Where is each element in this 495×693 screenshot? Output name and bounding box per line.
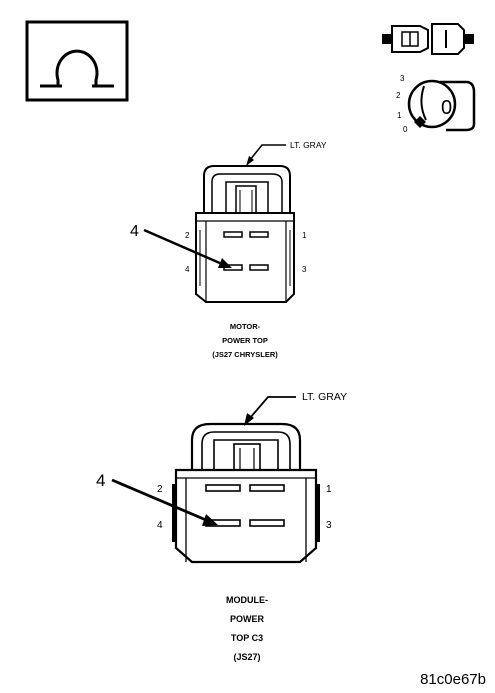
connector-top-terminal-2 (223, 231, 243, 238)
connector-bottom-caption-line-1: MODULE- (226, 595, 268, 605)
connector-top-caption-line-2: POWER TOP (222, 336, 268, 345)
connector-bottom-callout: 4 (96, 471, 105, 490)
ohm-box (25, 20, 129, 102)
connector-bottom-caption-line-2: POWER (230, 614, 265, 624)
connector-top-terminal-3 (249, 264, 269, 271)
ignition-key-label: 0 (441, 97, 452, 119)
connector-bottom-callout-arrow (202, 514, 218, 526)
connector-top-pin-4: 4 (185, 265, 190, 274)
connector-top-caption-line-3: (JS27 CHRYSLER) (212, 350, 278, 359)
ignition-position-0: 0 (403, 125, 408, 134)
connector-bottom-right-rail (316, 484, 320, 542)
connector-top-pin-2: 2 (185, 231, 190, 240)
ohmmeter-symbol (25, 20, 129, 102)
connector-bottom-terminal-2 (205, 484, 241, 492)
connector-top-caption-line-1: MOTOR- (230, 322, 261, 331)
connector-bottom-terminal-1 (249, 484, 285, 492)
connector-top-callout: 4 (130, 223, 139, 240)
ignition-position-3: 3 (400, 74, 405, 83)
connector-bottom-pin-1: 1 (326, 484, 332, 495)
connector-bottom-caption-line-4: (JS27) (233, 652, 260, 662)
connector-top-pin-3: 3 (302, 265, 307, 274)
connector-top-terminal-1 (249, 231, 269, 238)
connector-bottom-left-rail (172, 484, 176, 542)
connector-top: LT. GRAY 2 1 4 3 4 MOTOR- POWER TOP (130, 140, 327, 359)
connector-top-color-label: LT. GRAY (290, 140, 327, 150)
connector-bottom-terminal-3 (249, 519, 285, 527)
connector-bottom-caption-line-3: TOP C3 (231, 633, 263, 643)
connector-bottom: LT. GRAY 2 1 4 3 4 MODULE- POWER (96, 391, 347, 662)
connector-plug-icon (382, 23, 474, 55)
connector-top-color-arrow (246, 156, 254, 166)
ignition-position-1: 1 (397, 111, 402, 120)
ignition-position-2: 2 (396, 91, 401, 100)
figure-id: 81c0e67b (420, 671, 486, 688)
connector-top-pin-1: 1 (302, 231, 307, 240)
connector-bottom-pin-3: 3 (326, 520, 332, 531)
ignition-switch-icon: 0 3 2 1 0 (396, 74, 476, 134)
connector-bottom-pin-2: 2 (157, 484, 163, 495)
ohm-symbol-icon (40, 49, 114, 88)
connector-bottom-pin-4: 4 (157, 520, 163, 531)
connector-bottom-color-arrow (244, 413, 254, 426)
connector-top-callout-arrow (218, 258, 232, 268)
connector-bottom-color-label: LT. GRAY (302, 391, 347, 403)
